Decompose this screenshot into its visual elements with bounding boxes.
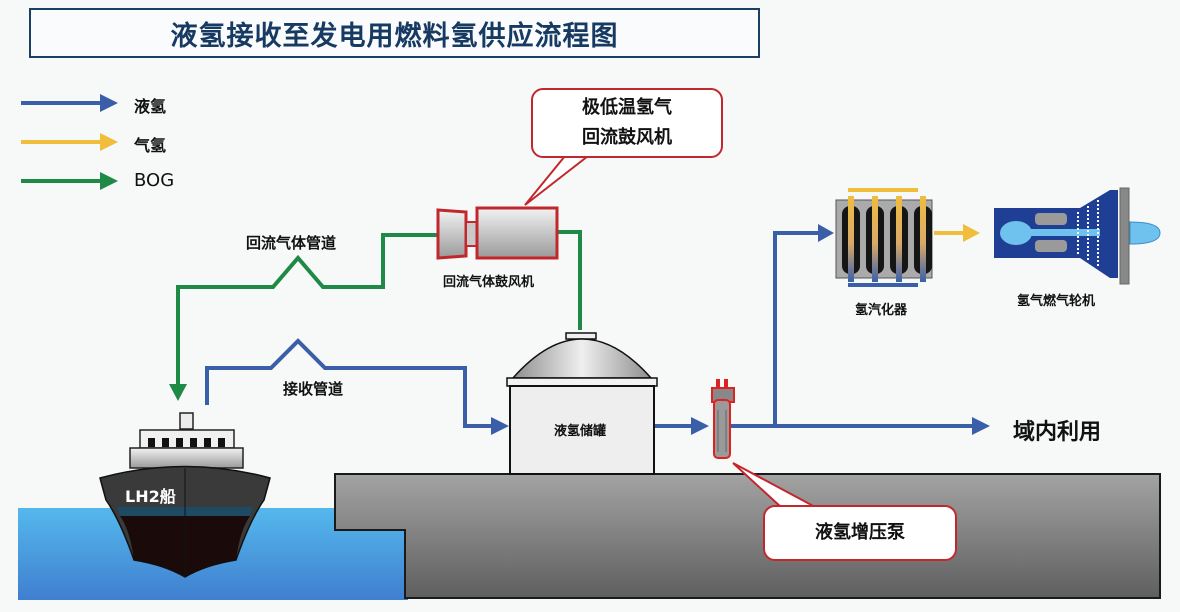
blower-callout: 极低温氢气 回流鼓风机: [531, 88, 723, 158]
local-use-label: 域内利用: [1013, 420, 1102, 445]
pump-icon: [711, 379, 735, 459]
ship-icon: [99, 412, 271, 578]
pump-inlet-arrow: [691, 417, 709, 435]
receiving-arrow-head: [491, 417, 509, 435]
blower-callout-line2: 回流鼓风机: [582, 127, 672, 148]
legend-label-liquid: 液氢: [134, 97, 167, 116]
legend-label-bog: BOG: [134, 170, 175, 191]
storage-tank-label: 液氢储罐: [554, 424, 607, 439]
blower-icon: [436, 206, 559, 260]
pump-callout-line1: 液氢增压泵: [815, 522, 905, 543]
receiving-pipe-label: 接收管道: [283, 380, 344, 398]
gas-turbine-label: 氢气燃气轮机: [1017, 294, 1096, 309]
legend-label-gas: 气氢: [134, 136, 167, 155]
title-box: 液氢接收至发电用燃料氢供应流程图: [29, 8, 760, 58]
vaporizer-icon: [835, 188, 933, 287]
return-gas-pipe-label: 回流气体管道: [246, 234, 337, 252]
vaporizer-inlet-arrow: [818, 224, 834, 242]
bog-return-pipe: [556, 230, 582, 330]
legend-arrow-gas: [21, 133, 118, 151]
bog-arrow-head: [169, 384, 187, 401]
local-use-arrow: [972, 417, 990, 435]
blower-callout-tail: [524, 155, 591, 206]
bog-return-pipe-2: [176, 233, 437, 386]
storage-tank-icon: [506, 332, 658, 475]
turbine-inlet-arrow: [963, 224, 980, 242]
gas-turbine-icon: [994, 187, 1161, 285]
blower-label: 回流气体鼓风机: [443, 275, 535, 290]
ship-label: LH2船: [125, 487, 176, 506]
receiving-pipe: [205, 338, 493, 428]
legend-arrow-bog: [21, 172, 118, 190]
vaporizer-label: 氢汽化器: [855, 303, 908, 318]
dock: [334, 473, 1161, 599]
legend-arrow-liquid: [21, 94, 118, 112]
pump-callout: 液氢增压泵: [763, 505, 957, 561]
blower-callout-line1: 极低温氢气: [582, 97, 672, 118]
page-title: 液氢接收至发电用燃料氢供应流程图: [170, 20, 619, 52]
